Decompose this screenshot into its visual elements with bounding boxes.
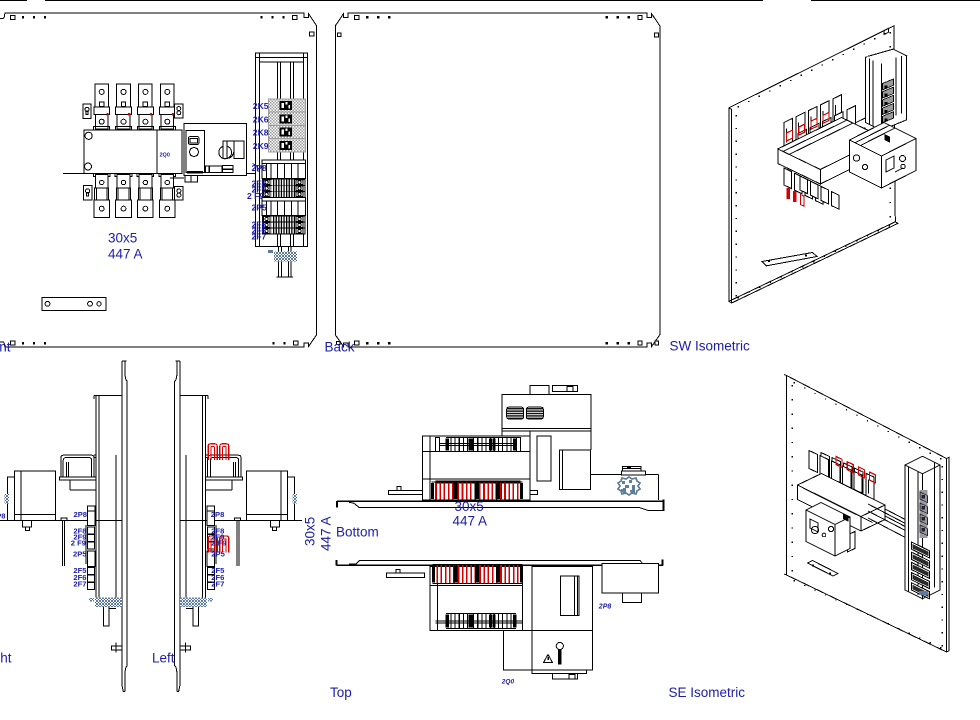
svg-text:Bottom: Bottom (336, 525, 379, 540)
svg-text:2F5: 2F5 (252, 219, 267, 229)
svg-text:2P8: 2P8 (252, 163, 268, 173)
svg-text:2P5: 2P5 (211, 550, 225, 559)
svg-text:2 F9: 2 F9 (247, 191, 264, 201)
svg-text:2P8: 2P8 (73, 510, 87, 519)
svg-text:Left: Left (152, 651, 175, 666)
svg-text:2F6: 2F6 (211, 573, 224, 582)
svg-text:Front: Front (0, 340, 11, 355)
svg-text:2P8: 2P8 (598, 604, 612, 611)
svg-text:Back: Back (325, 340, 355, 355)
svg-text:2F9: 2F9 (252, 185, 267, 195)
svg-text:2Q0: 2Q0 (160, 153, 170, 159)
svg-text:2F7: 2F7 (73, 579, 86, 588)
svg-text:2 F9: 2 F9 (211, 538, 226, 547)
svg-text:2P5: 2P5 (73, 550, 87, 559)
svg-text:30x5: 30x5 (108, 231, 137, 246)
svg-text:2F5: 2F5 (211, 566, 225, 575)
svg-text:2F9: 2F9 (73, 532, 86, 541)
svg-text:2K8: 2K8 (253, 128, 269, 138)
svg-text:SE Isometric: SE Isometric (669, 685, 746, 700)
svg-text:SW Isometric: SW Isometric (670, 339, 751, 354)
svg-text:2F6: 2F6 (252, 225, 267, 235)
svg-text:Right: Right (0, 651, 12, 666)
svg-text:2F7: 2F7 (252, 231, 267, 241)
svg-text:2P5: 2P5 (252, 203, 268, 213)
svg-text:2P8: 2P8 (0, 512, 6, 521)
svg-text:2F8: 2F8 (252, 179, 267, 189)
svg-text:447 A: 447 A (108, 247, 143, 262)
svg-text:2K5: 2K5 (253, 101, 269, 111)
svg-text:447 A: 447 A (453, 514, 488, 529)
svg-text:Top: Top (330, 685, 352, 700)
svg-text:2Q0: 2Q0 (501, 679, 515, 686)
svg-text:2 F9: 2 F9 (71, 538, 86, 547)
svg-text:2F7: 2F7 (211, 579, 224, 588)
svg-text:2F5: 2F5 (73, 566, 87, 575)
svg-text:447 A: 447 A (319, 516, 334, 551)
svg-text:2F8: 2F8 (73, 526, 86, 535)
svg-text:2K9: 2K9 (253, 141, 269, 151)
svg-text:2F9: 2F9 (211, 532, 224, 541)
svg-text:2F8: 2F8 (211, 526, 224, 535)
svg-text:2F6: 2F6 (73, 573, 86, 582)
svg-text:2K6: 2K6 (253, 114, 269, 124)
svg-text:30x5: 30x5 (303, 517, 318, 546)
svg-text:2P8: 2P8 (211, 510, 225, 519)
svg-text:30x5: 30x5 (455, 499, 484, 514)
